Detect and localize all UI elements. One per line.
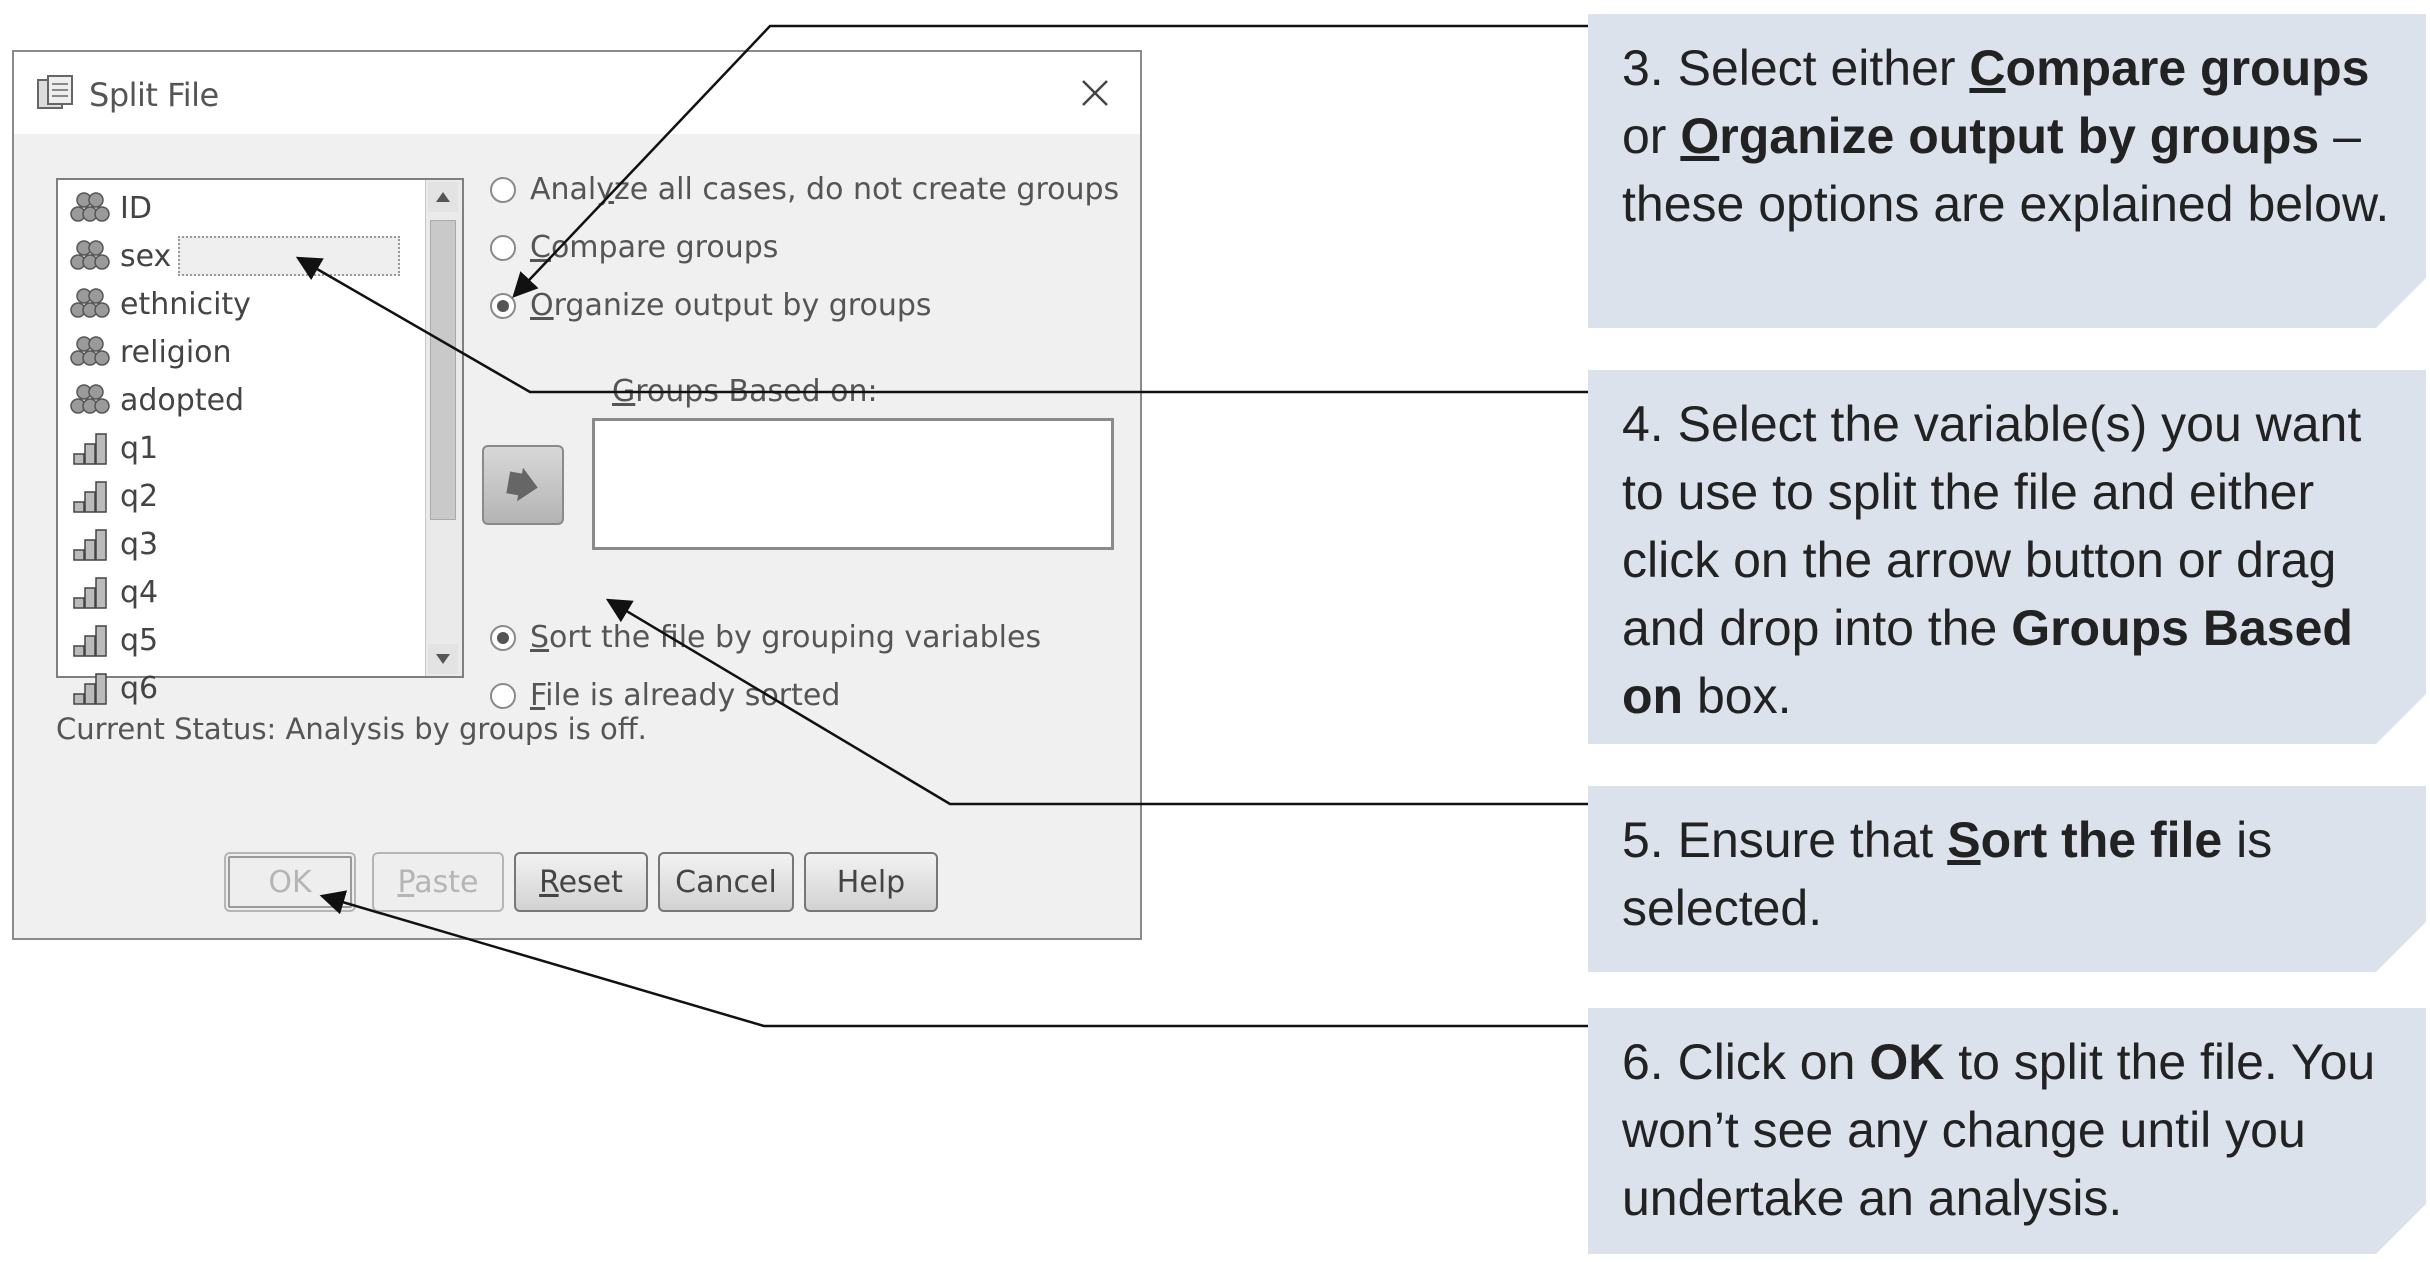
arrow-right-icon — [506, 467, 538, 502]
ok-button[interactable]: OK — [224, 852, 356, 912]
radio-organize-output[interactable]: Organize output by groups — [490, 288, 932, 323]
radio-sort-file[interactable]: Sort the file by grouping variables — [490, 620, 1041, 655]
scale-variable-icon — [73, 481, 107, 513]
radio-organize-output-label: Organize output by groups — [530, 288, 932, 323]
variable-list[interactable]: q6 q5 q4 q3 q2 q1 adopted religion ethnicity sex I… — [56, 178, 464, 706]
variable-name: q1 — [120, 430, 159, 466]
scale-variable-icon — [73, 577, 107, 609]
radio-compare-groups-label: Compare groups — [530, 230, 779, 265]
variable-list-item[interactable]: q6 — [68, 666, 418, 710]
title-bar: Split File — [14, 52, 1140, 134]
variable-list-item[interactable]: q5 — [68, 618, 418, 662]
nominal-variable-icon — [70, 240, 110, 270]
close-icon — [1082, 80, 1108, 106]
paste-button[interactable]: Paste — [372, 852, 504, 912]
radio-sort-file-indicator[interactable] — [490, 624, 516, 651]
callout-step-3: 3. Select either Compare groups or Organ… — [1588, 14, 2426, 328]
split-file-app-icon — [37, 75, 73, 109]
radio-organize-output-indicator[interactable] — [490, 292, 516, 319]
variable-list-item[interactable]: adopted — [68, 378, 418, 422]
scroll-thumb[interactable] — [430, 220, 456, 520]
nominal-variable-icon — [70, 288, 110, 318]
variable-name: q6 — [120, 670, 159, 706]
scale-variable-icon — [73, 625, 107, 657]
scale-variable-icon — [73, 433, 107, 465]
variable-name: ethnicity — [120, 286, 251, 322]
variable-list-item[interactable]: q1 — [68, 426, 418, 470]
help-button[interactable]: Help — [804, 852, 938, 912]
callout-step-5: 5. Ensure that Sort the file is selected… — [1588, 786, 2426, 972]
scroll-up-button[interactable] — [428, 182, 458, 212]
variable-list-item[interactable]: ID — [68, 186, 418, 230]
variable-name: religion — [120, 334, 232, 370]
callout-step-4: 4. Select the variable(s) you want to us… — [1588, 370, 2426, 744]
split-file-dialog: Split File q6 q5 q4 q3 q2 q1 adopted religion et… — [12, 50, 1142, 940]
reset-button[interactable]: Reset — [514, 852, 648, 912]
radio-file-already-sorted[interactable]: File is already sorted — [490, 678, 840, 713]
dialog-title: Split File — [89, 76, 219, 114]
selection-highlight — [178, 236, 400, 276]
scale-variable-icon — [73, 673, 107, 705]
radio-compare-groups[interactable]: Compare groups — [490, 230, 778, 265]
move-variable-arrow-button[interactable] — [482, 445, 564, 525]
nominal-variable-icon — [70, 384, 110, 414]
variable-list-item[interactable]: religion — [68, 330, 418, 374]
variable-name: q3 — [120, 526, 159, 562]
scroll-down-icon — [436, 654, 450, 664]
variable-name: ID — [120, 190, 152, 226]
nominal-variable-icon — [70, 336, 110, 366]
variable-list-item[interactable]: q4 — [68, 570, 418, 614]
cancel-button[interactable]: Cancel — [658, 852, 794, 912]
variable-name: q2 — [120, 478, 159, 514]
variable-name: sex — [120, 238, 172, 274]
variable-list-item[interactable]: q2 — [68, 474, 418, 518]
variable-name: adopted — [120, 382, 245, 418]
callout-step-6: 6. Click on OK to split the file. You wo… — [1588, 1008, 2426, 1254]
scroll-up-icon — [436, 192, 450, 202]
scale-variable-icon — [73, 529, 107, 561]
radio-analyze-all-indicator[interactable] — [490, 176, 516, 203]
radio-file-already-sorted-label: File is already sorted — [530, 678, 841, 713]
nominal-variable-icon — [70, 192, 110, 222]
radio-compare-groups-indicator[interactable] — [490, 234, 516, 261]
variable-list-scrollbar[interactable] — [425, 180, 462, 676]
variable-list-item[interactable]: sex — [68, 234, 418, 278]
groups-based-on-box[interactable] — [592, 418, 1114, 550]
variable-list-item[interactable]: ethnicity — [68, 282, 418, 326]
scroll-down-button[interactable] — [428, 644, 458, 674]
groups-based-on-label: Groups Based on: — [612, 374, 878, 409]
variable-name: q5 — [120, 622, 159, 658]
close-button[interactable] — [1068, 66, 1122, 120]
radio-analyze-all-label: Analyze all cases, do not create groups — [530, 172, 1120, 207]
radio-analyze-all[interactable]: Analyze all cases, do not create groups — [490, 172, 1119, 207]
radio-file-already-sorted-indicator[interactable] — [490, 682, 516, 709]
variable-list-item[interactable]: q3 — [68, 522, 418, 566]
variable-name: q4 — [120, 574, 159, 610]
radio-sort-file-label: Sort the file by grouping variables — [530, 620, 1042, 655]
current-status-text: Current Status: Analysis by groups is of… — [56, 712, 647, 746]
